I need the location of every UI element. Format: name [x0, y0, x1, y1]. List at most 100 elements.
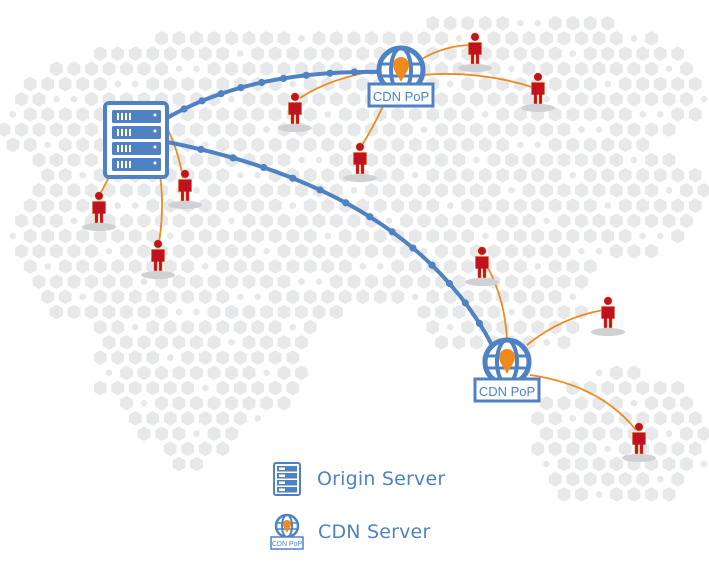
hex-cell	[578, 126, 585, 134]
backbone-link-dot	[342, 199, 350, 207]
hex-cell	[216, 107, 230, 122]
hex-cell	[569, 171, 576, 179]
end-user[interactable]	[82, 191, 116, 231]
hex-cell	[452, 91, 466, 107]
hex-cell	[330, 304, 343, 320]
hex-cell	[260, 61, 273, 77]
hex-cell	[330, 31, 343, 46]
end-user[interactable]	[521, 72, 555, 112]
end-user[interactable]	[168, 169, 202, 209]
cdn-pop-node-south[interactable]: CDN PoP	[473, 337, 541, 403]
hex-cell	[447, 202, 454, 210]
hex-cell	[260, 213, 273, 229]
hex-cell	[251, 350, 265, 365]
hex-cell	[76, 259, 90, 274]
hex-cell	[67, 122, 81, 137]
cdn-pop-node-north[interactable]: CDN PoP	[367, 45, 435, 108]
hex-cell	[181, 46, 195, 61]
origin-server-node[interactable]	[103, 101, 169, 179]
hex-cell	[382, 122, 396, 137]
hex-cell	[216, 259, 230, 274]
end-user[interactable]	[465, 246, 499, 286]
hex-cell	[41, 107, 55, 122]
hex-cell	[680, 213, 693, 229]
hex-cell	[172, 213, 186, 229]
hex-cell	[356, 46, 370, 61]
backbone-link-dot	[289, 174, 297, 182]
hex-cell	[321, 46, 335, 61]
legend-item-origin-server: Origin Server	[273, 462, 445, 496]
hex-cell	[610, 426, 623, 441]
hex-cell	[557, 426, 571, 441]
user-shadow	[465, 278, 499, 286]
hex-cell	[225, 426, 238, 441]
origin-server-icon	[273, 462, 301, 496]
hex-cell	[569, 293, 576, 301]
user-connection-line	[526, 309, 604, 346]
hex-cell	[452, 304, 466, 320]
hex-cell	[373, 167, 387, 183]
end-user[interactable]	[343, 142, 377, 182]
hex-cell	[435, 122, 448, 137]
hex-cell	[233, 380, 247, 396]
hex-cell	[680, 395, 693, 411]
hex-cell	[175, 65, 183, 73]
hex-cell	[531, 167, 545, 183]
end-user[interactable]	[458, 32, 492, 72]
hex-cell	[671, 411, 685, 426]
hex-cell	[202, 384, 209, 392]
hex-cell	[470, 91, 483, 107]
hex-cell	[610, 122, 623, 137]
hex-cell	[233, 259, 247, 274]
hex-cell	[478, 289, 492, 305]
hex-cell	[202, 262, 209, 270]
hex-cell	[601, 137, 615, 153]
hex-cell	[575, 152, 588, 168]
end-user[interactable]	[591, 296, 625, 336]
hex-cell	[662, 122, 676, 137]
hex-cell	[583, 15, 597, 31]
hex-cell	[548, 167, 562, 183]
hex-cell	[356, 228, 370, 244]
hex-cell	[543, 460, 550, 468]
hex-cell	[198, 107, 212, 122]
hex-cell	[583, 137, 597, 153]
hex-cell	[268, 46, 282, 61]
hex-cell	[645, 183, 658, 198]
hex-cell	[382, 31, 396, 46]
hex-cell	[225, 365, 238, 381]
hex-cell	[102, 335, 116, 350]
hex-cell	[461, 137, 475, 153]
hex-cell	[146, 350, 160, 365]
hex-cell	[566, 15, 580, 31]
hex-cell	[662, 395, 676, 411]
hex-cell	[324, 232, 331, 240]
hex-cell	[50, 274, 63, 289]
hex-cell	[645, 213, 658, 229]
end-user[interactable]	[622, 422, 656, 462]
end-user[interactable]	[141, 239, 175, 279]
hex-cell	[268, 137, 282, 153]
hex-cell	[350, 186, 358, 194]
hex-cell	[76, 228, 90, 244]
hex-cell	[487, 183, 501, 198]
hex-cell	[338, 228, 352, 244]
hex-cell	[592, 91, 606, 107]
hex-cell	[618, 441, 632, 457]
hex-cell	[583, 259, 597, 274]
hex-cell	[645, 395, 658, 411]
hex-cell	[610, 31, 623, 46]
hex-cell	[254, 171, 261, 179]
hex-cell	[251, 259, 265, 274]
hex-cell	[435, 152, 448, 168]
hex-cell	[461, 167, 475, 183]
hex-cell	[233, 411, 247, 426]
hex-cell	[32, 243, 46, 259]
end-user[interactable]	[278, 92, 312, 132]
backbone-link-dot	[326, 69, 334, 77]
hex-cell	[373, 228, 387, 244]
hex-cell	[365, 243, 378, 259]
backbone-link-dot	[302, 71, 310, 79]
hex-cell	[496, 46, 510, 61]
hex-cell	[627, 487, 641, 502]
